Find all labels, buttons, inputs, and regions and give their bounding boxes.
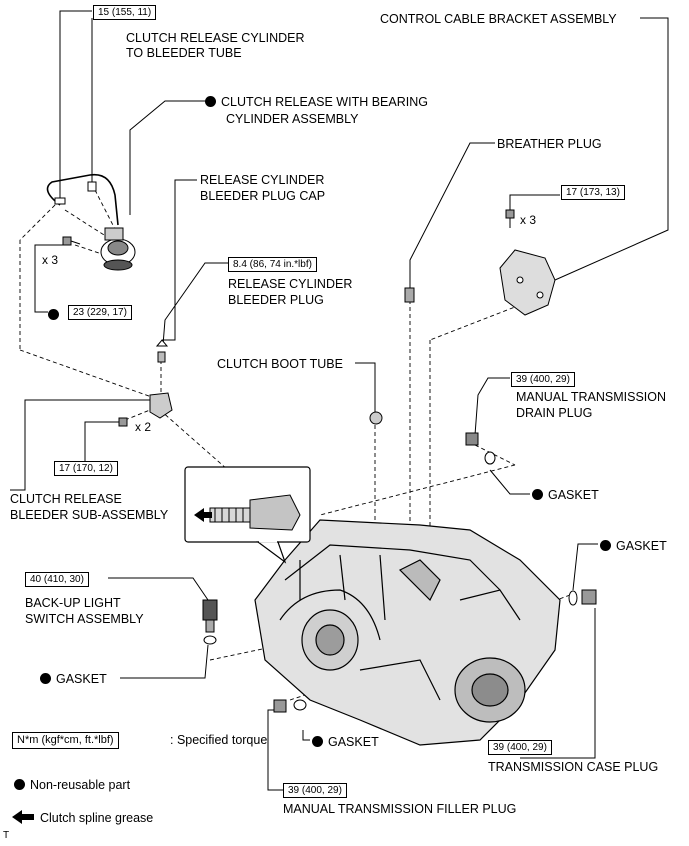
- drain-gasket-leader-line: [489, 469, 530, 495]
- bearing-cyl-leader-line: [129, 100, 205, 215]
- legend-torque-desc: : Specified torque: [170, 733, 268, 747]
- bleeder-sub-bolt: [118, 417, 128, 427]
- backup-switch-label-line1: BACK-UP LIGHT: [25, 596, 121, 610]
- tube-leader-line-1: [59, 10, 92, 198]
- bleeder-sub-label-line1: CLUTCH RELEASE: [10, 492, 122, 506]
- bleeder-sub-bolt-torque-box: 17 (170, 12): [54, 461, 118, 476]
- breather-plug: [404, 287, 415, 303]
- bracket-bolt-leader-line: [509, 194, 560, 210]
- spline-detail-callout: [184, 466, 311, 564]
- cable-bracket-leader-line: [554, 17, 669, 281]
- bleeder-sub-leader-line: [10, 399, 160, 491]
- bleeder-plug-cap: [155, 339, 169, 363]
- bleeder-plug-label-line1: RELEASE CYLINDER: [228, 277, 353, 291]
- bleeder-cap-label-line2: BLEEDER PLUG CAP: [200, 189, 326, 203]
- non-reusable-dot-icon: [312, 736, 323, 747]
- filler-plug-label: MANUAL TRANSMISSION FILLER PLUG: [283, 802, 517, 816]
- backup-gasket-label: GASKET: [40, 671, 107, 687]
- drain-gasket-label: GASKET: [532, 487, 599, 503]
- case-plug-label: TRANSMISSION CASE PLUG: [488, 760, 659, 774]
- bleeder-tube: [46, 173, 119, 226]
- bearing-cyl-label-line2: CYLINDER ASSEMBLY: [226, 112, 359, 126]
- non-reusable-dot-icon: [14, 779, 25, 790]
- backup-switch-leader-line: [108, 577, 209, 601]
- boot-tube-label: CLUTCH BOOT TUBE: [217, 357, 343, 371]
- bracket-bolt-torque-box: 17 (173, 13): [561, 185, 625, 200]
- bearing-bolt-qty: x 3: [42, 253, 59, 267]
- filler-gasket: [293, 699, 307, 711]
- case-plug-leader-line: [520, 608, 596, 759]
- bearing-cylinder-bolt: [62, 236, 81, 246]
- non-reusable-dot-icon: [532, 489, 543, 500]
- bleeder-cap-leader-line: [162, 179, 197, 341]
- non-reusable-dot-icon: [40, 673, 51, 684]
- filler-gasket-leader-line: [302, 730, 310, 741]
- manual-transmission-body: [254, 519, 561, 746]
- bleeder-bolt-qty: x 2: [135, 420, 152, 434]
- backup-switch-gasket: [203, 635, 217, 645]
- legend-nonreusable: Non-reusable part: [14, 777, 130, 793]
- corner-mark: T: [3, 830, 10, 841]
- clutch-boot-tube: [369, 411, 383, 425]
- breather-leader-line: [409, 142, 495, 290]
- bearing-bolt-torque-box: 23 (229, 17): [68, 305, 132, 320]
- drain-plug-torque-box: 39 (400, 29): [511, 372, 575, 387]
- bleeder-sub-label-line2: BLEEDER SUB-ASSEMBLY: [10, 508, 169, 522]
- bracket-bolt-qty: x 3: [520, 213, 537, 227]
- release-bearing-cylinder: [100, 227, 136, 271]
- drain-plug-leader-line: [474, 377, 510, 436]
- bleeder-plug-label-line2: BLEEDER PLUG: [228, 293, 324, 307]
- legend-torque-box: N*m (kgf*cm, ft.*lbf): [12, 732, 119, 749]
- bleeder-plug-torque-box: 8.4 (86, 74 in.*lbf): [228, 257, 317, 272]
- drain-plug: [465, 432, 479, 446]
- tube-torque-box: 15 (155, 11): [93, 5, 157, 20]
- cable-bracket-label: CONTROL CABLE BRACKET ASSEMBLY: [380, 12, 617, 26]
- right-gasket-leader-line: [572, 543, 598, 591]
- drain-plug-label-line2: DRAIN PLUG: [516, 406, 593, 420]
- bleeder-bolt-leader-line: [84, 421, 120, 462]
- tube-label-line2: TO BLEEDER TUBE: [126, 46, 242, 60]
- backup-switch-torque-box: 40 (410, 30): [25, 572, 89, 587]
- case-plug-torque-box: 39 (400, 29): [488, 740, 552, 755]
- filler-plug-torque-box: 39 (400, 29): [283, 783, 347, 798]
- bleeder-plug-leader-line: [162, 262, 228, 346]
- backup-light-switch: [202, 599, 218, 633]
- grease-arrow-icon: [12, 810, 34, 824]
- left-gasket-leader-line: [120, 644, 209, 679]
- legend-grease: Clutch spline grease: [40, 811, 154, 825]
- backup-switch-label-line2: SWITCH ASSEMBLY: [25, 612, 144, 626]
- non-reusable-dot-icon: [600, 540, 611, 551]
- filler-gasket-label: GASKET: [312, 734, 379, 750]
- bleeder-sub-assembly: [149, 392, 173, 419]
- filler-plug: [273, 699, 287, 713]
- breather-label: BREATHER PLUG: [497, 137, 602, 151]
- case-gasket-label: GASKET: [600, 538, 667, 554]
- drain-plug-label-line1: MANUAL TRANSMISSION: [516, 390, 667, 404]
- drain-gasket: [484, 451, 496, 465]
- bleeder-cap-label-line1: RELEASE CYLINDER: [200, 173, 325, 187]
- bearing-bolt-leader-line: [34, 244, 66, 313]
- transmission-case-plug: [581, 589, 597, 605]
- non-reusable-dot-icon: [48, 309, 59, 320]
- bearing-cyl-label-line1: CLUTCH RELEASE WITH BEARING: [205, 94, 428, 110]
- case-plug-gasket: [568, 590, 578, 606]
- bracket-bolt: [505, 209, 515, 228]
- filler-plug-leader-line: [267, 709, 300, 791]
- cable-bracket: [499, 249, 556, 316]
- non-reusable-dot-icon: [205, 96, 216, 107]
- tube-label-line1: CLUTCH RELEASE CYLINDER: [126, 31, 305, 45]
- boot-tube-leader-line: [355, 362, 376, 412]
